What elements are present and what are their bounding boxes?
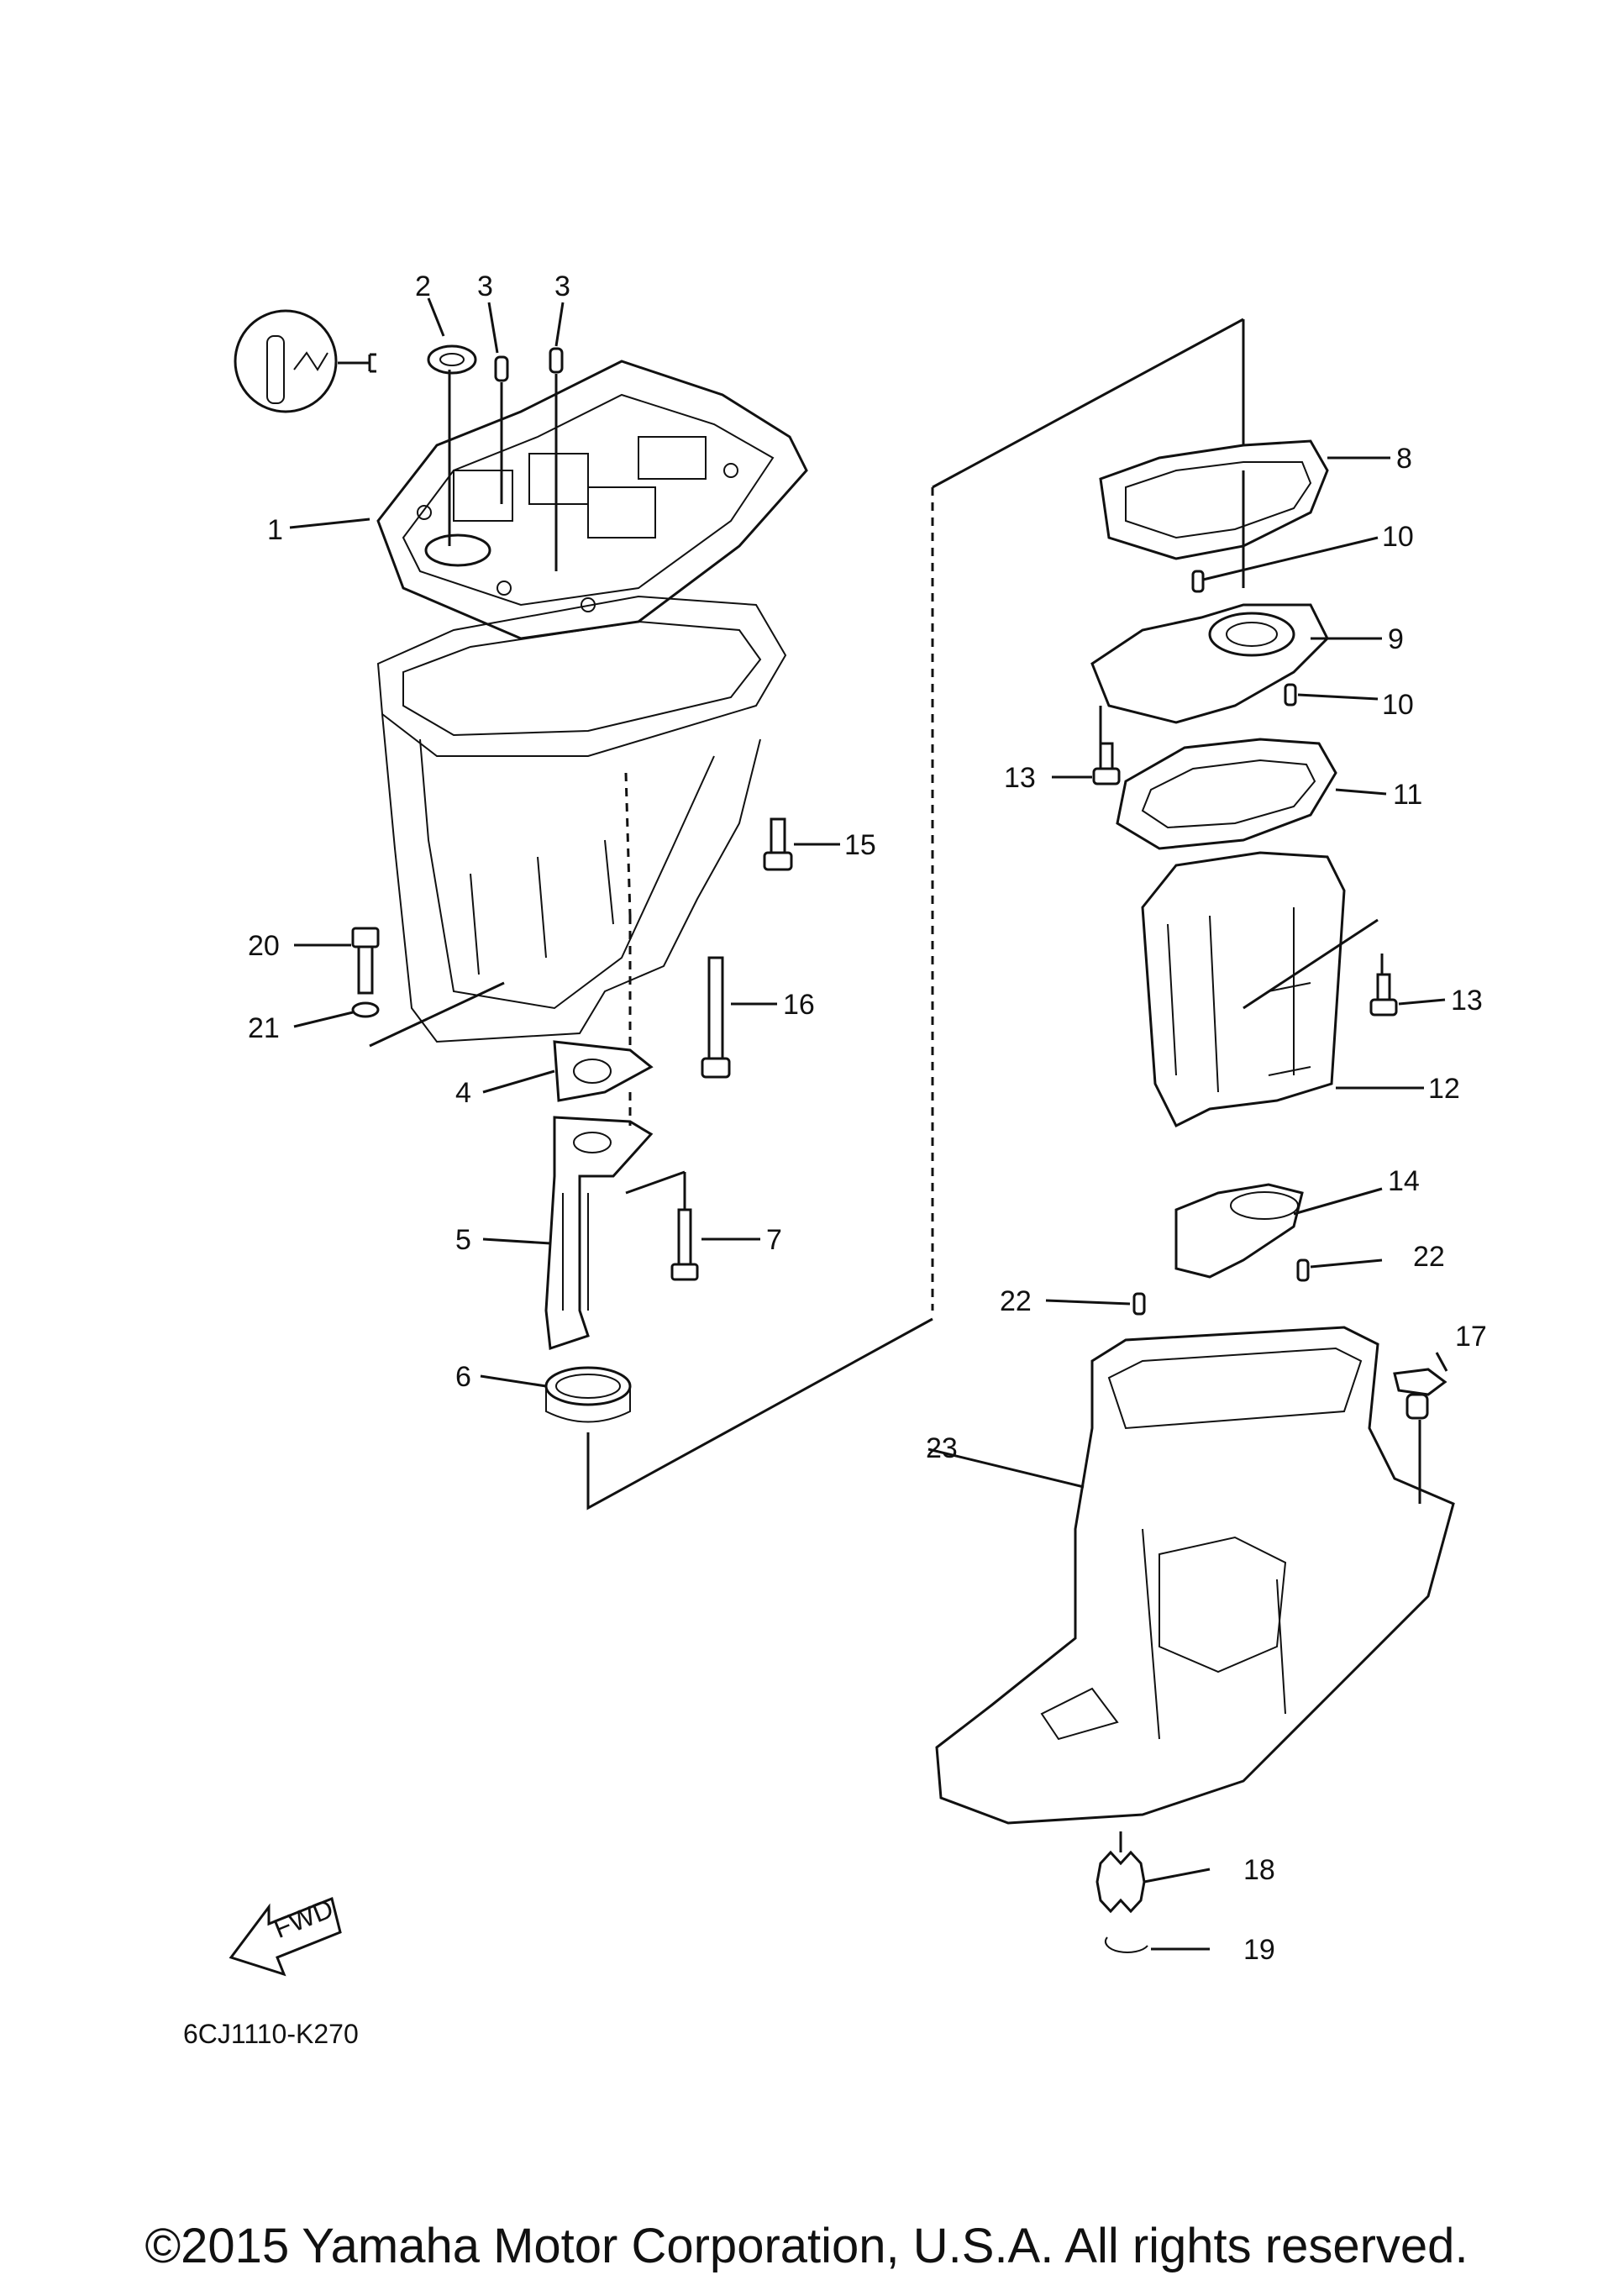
alignment-lines-right [1099, 470, 1421, 1852]
callout-10b: 10 [1382, 689, 1414, 721]
part-2-oil-seal [427, 344, 477, 375]
part-4-gasket [553, 1040, 654, 1102]
part-17-grommet [1393, 1368, 1447, 1420]
copyright-notice: ©2015 Yamaha Motor Corporation, U.S.A. A… [144, 2219, 1469, 2273]
callout-18: 18 [1243, 1854, 1275, 1886]
callout-7: 7 [766, 1224, 782, 1256]
part-9-water-pump-plate [1090, 603, 1329, 724]
part-16-bolt [701, 956, 731, 1079]
callout-9: 9 [1388, 623, 1404, 655]
callout-8: 8 [1396, 443, 1412, 475]
callout-12: 12 [1428, 1073, 1460, 1105]
leader-lines [289, 297, 1448, 1951]
callout-10a: 10 [1382, 521, 1414, 553]
callout-23: 23 [926, 1432, 958, 1464]
fwd-arrow-icon: FWD [229, 1893, 342, 1977]
upper-case-body [381, 713, 761, 1043]
callout-17: 17 [1455, 1321, 1487, 1353]
part-20-bolt [351, 927, 380, 995]
callout-11: 11 [1393, 779, 1422, 811]
callout-5: 5 [455, 1224, 471, 1256]
callout-21: 21 [248, 1012, 280, 1044]
callout-22b: 22 [1000, 1285, 1032, 1317]
part-12-water-pipe-housing [1141, 851, 1346, 1128]
part-14-seal [1174, 1183, 1304, 1279]
part-10-dowel-pin-a [1191, 570, 1205, 593]
callout-3b: 3 [554, 271, 570, 302]
part-3-dowel-pin-b [549, 347, 564, 374]
part-22-dowel-pin-b [1132, 1292, 1146, 1316]
part-6-seal-ring [544, 1366, 632, 1423]
callout-19: 19 [1243, 1934, 1275, 1966]
part-10-dowel-pin-b [1284, 683, 1297, 707]
alignment-lines-left [369, 370, 933, 1511]
part-23-lower-case [935, 1326, 1455, 1825]
callout-14: 14 [1388, 1165, 1420, 1197]
part-13-bolt-a [1092, 742, 1121, 785]
part-7-bolt [670, 1208, 699, 1281]
callout-4: 4 [455, 1077, 471, 1109]
callout-labels: 1 2 3 3 4 5 6 7 8 9 10 10 11 12 13 13 14… [248, 271, 1487, 1966]
part-18-gear [1095, 1850, 1146, 1914]
callout-13a: 13 [1004, 762, 1036, 794]
callout-1: 1 [267, 514, 283, 546]
callout-16: 16 [783, 989, 815, 1021]
callout-22a: 22 [1413, 1241, 1445, 1273]
part-13-bolt-b [1369, 973, 1398, 1017]
callout-15: 15 [844, 829, 876, 861]
callout-2: 2 [415, 271, 431, 302]
part-8-gasket [1099, 439, 1329, 560]
callout-3a: 3 [477, 271, 493, 302]
part-11-gasket [1116, 738, 1337, 850]
part-21-washer [351, 1001, 380, 1018]
part-1-exhaust-guide-plate [376, 360, 808, 640]
part-19-circlip [1105, 1936, 1148, 1953]
callout-13b: 13 [1451, 985, 1483, 1017]
callout-20: 20 [248, 930, 280, 962]
detail-inset-circle [234, 309, 376, 413]
upper-case-gasket [376, 595, 787, 757]
part-3-dowel-pin-a [494, 355, 509, 382]
part-15-bolt [763, 817, 793, 871]
part-code: 6CJ1110-K270 [183, 2019, 359, 2049]
part-22-dowel-pin-a [1296, 1258, 1310, 1282]
part-5-exhaust-manifold [544, 1116, 654, 1351]
callout-6: 6 [455, 1361, 471, 1393]
